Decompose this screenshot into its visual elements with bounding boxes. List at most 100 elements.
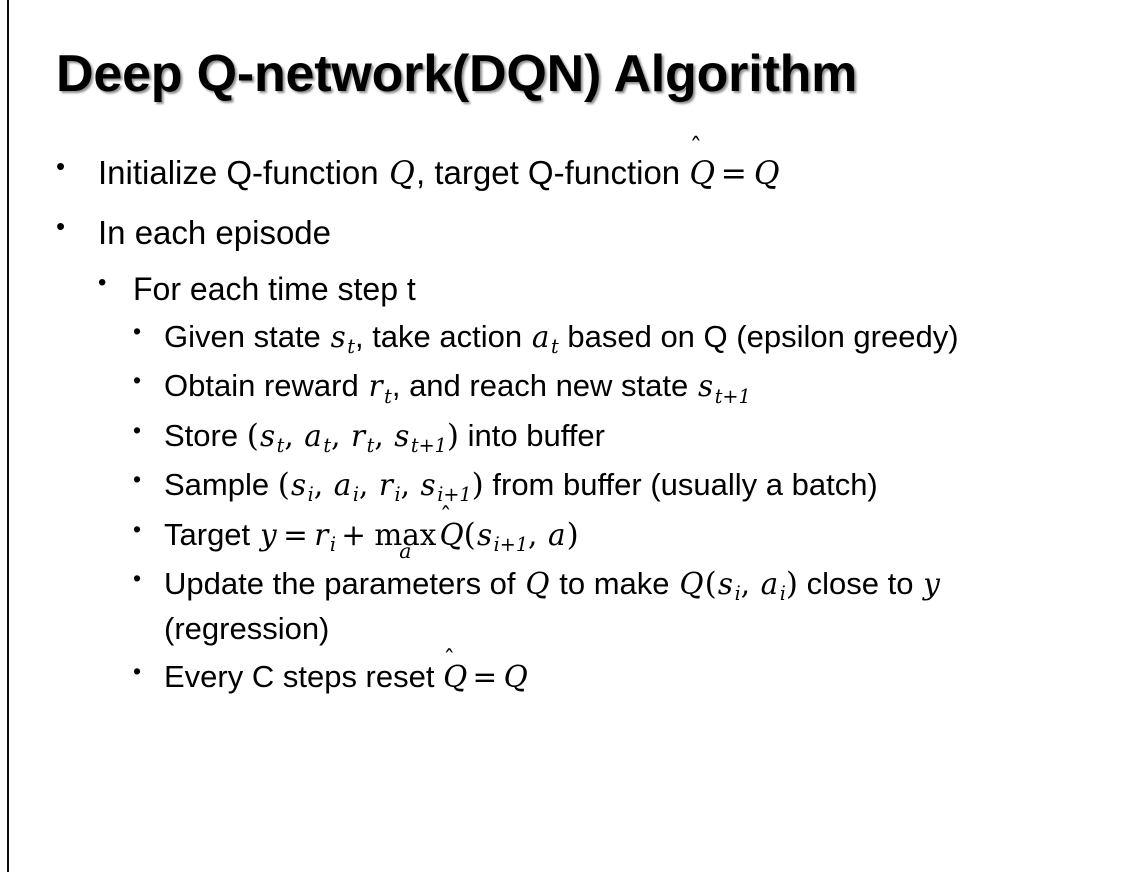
left-vertical-rule — [7, 0, 9, 872]
text-p1: Store — [164, 417, 247, 453]
math-comma3: , — [374, 418, 394, 453]
bullet-given-state-text: Given state st, take action at based on … — [164, 315, 1106, 360]
math-sub-i-plus-1: i+1 — [493, 532, 529, 556]
math-var-s: s — [330, 319, 346, 354]
math-q-hat: ̂Q — [440, 515, 464, 557]
math-q-hat: ̂Q — [689, 146, 715, 203]
bullet-store-transition-text: Store (st, at, rt, st+1) into buffer — [164, 414, 1106, 459]
math-var-q: Q — [389, 156, 415, 192]
bullet-dot-icon: • — [56, 151, 66, 181]
math-paren-close: ) — [446, 417, 460, 454]
math-var-s: s — [717, 567, 734, 602]
bullet-sample-batch-text: Sample (si, ai, ri, si+1) from buffer (u… — [164, 463, 1106, 508]
math-comma2: , — [331, 418, 350, 453]
math-comma2: , — [358, 468, 378, 503]
text-p1: Obtain reward — [164, 368, 368, 404]
text-p3: based on Q (epsilon greedy) — [558, 318, 959, 354]
text-p3: close to — [797, 566, 923, 602]
math-var-r1: r — [378, 468, 393, 503]
math-var-q2: Q — [753, 156, 780, 192]
text-p2: to make — [550, 566, 679, 602]
math-comma1: , — [284, 418, 304, 453]
math-comma: , — [528, 517, 547, 552]
text-p1: Update the parameters of — [164, 566, 525, 602]
text-p2: , take action — [354, 318, 531, 354]
math-var-a: a — [531, 319, 550, 354]
math-sub-i: i — [394, 483, 401, 507]
bullet-dot-icon: • — [133, 416, 142, 443]
math-sub-i: i — [329, 532, 336, 556]
bullet-dot-icon: • — [133, 317, 142, 344]
bullet-dot-icon: • — [133, 515, 142, 542]
bullet-obtain-reward: • Obtain reward rt, and reach new state … — [133, 364, 1106, 409]
math-sub-i: i — [734, 582, 741, 606]
text-p1: Given state — [164, 318, 330, 354]
math-max-underscript: a — [399, 539, 412, 564]
math-paren-open: ( — [277, 467, 290, 504]
bullet-dot-icon: • — [56, 211, 66, 242]
bullet-dot-icon: • — [98, 268, 107, 296]
math-equals: = — [720, 156, 747, 192]
math-paren-close: ) — [471, 467, 484, 504]
page-title: Deep Q-network(DQN) Algorithm — [56, 45, 858, 103]
bullet-list-level-2: • For each time step t • Given state st,… — [98, 264, 1106, 700]
bullet-target-text: Target y=ri+maxâQ(si+1, a) — [164, 513, 1106, 562]
bullet-in-each-episode: • In each episode • For each time step t… — [56, 203, 1106, 699]
math-var-s: s — [698, 369, 714, 404]
math-comma: , — [740, 567, 760, 602]
math-comma1: , — [313, 468, 333, 503]
math-var-a: a — [547, 517, 566, 552]
math-paren-open: ( — [463, 516, 476, 553]
slide-body: • Initialize Q-function Q, target Q-func… — [56, 143, 1106, 704]
math-max-label: max — [374, 517, 437, 552]
bullet-store-transition: • Store (st, at, rt, st+1) into buffer — [133, 414, 1106, 459]
math-var-a1: a — [304, 418, 322, 453]
text-p1: Every C steps reset — [164, 659, 444, 695]
math-plus: + — [341, 517, 366, 552]
bullet-target: • Target y=ri+maxâQ(si+1, a) — [133, 513, 1106, 562]
text-lead: Initialize Q-function — [98, 154, 388, 191]
bullet-dot-icon: • — [133, 658, 142, 685]
math-sub-i: i — [779, 582, 786, 606]
bullet-update-parameters: • Update the parameters of Q to make Q(s… — [133, 562, 1106, 651]
math-q-hat-base: Q — [439, 517, 464, 552]
math-var-s2: s — [420, 468, 436, 503]
math-var-a1: a — [333, 468, 352, 503]
math-var-s: s — [476, 517, 493, 552]
math-var-s1: s — [291, 468, 307, 503]
math-equals: = — [472, 660, 498, 695]
math-var-s2: s — [394, 418, 410, 453]
bullet-initialize: • Initialize Q-function Q, target Q-func… — [56, 143, 1106, 203]
math-sub-i: i — [352, 483, 359, 507]
bullet-update-parameters-text: Update the parameters of Q to make Q(si,… — [164, 562, 1106, 651]
math-q-hat: ̂Q — [443, 657, 467, 699]
math-sub-t: t — [323, 433, 332, 457]
bullet-dot-icon: • — [133, 565, 142, 592]
math-sub-t: t — [551, 335, 559, 359]
math-var-q2: Q — [679, 567, 704, 602]
math-sub-t-plus-1: t+1 — [410, 433, 447, 457]
bullet-in-each-episode-text: In each episode — [98, 214, 332, 252]
math-equals: = — [283, 517, 308, 552]
math-sub-t: t — [366, 433, 375, 457]
math-paren-open: ( — [246, 417, 259, 454]
math-q-hat-base: Q — [443, 660, 468, 695]
math-var-r: r — [314, 517, 329, 552]
math-var-r1: r — [350, 418, 366, 453]
math-var-r: r — [368, 369, 383, 404]
math-paren-close: ) — [785, 566, 798, 603]
math-paren-open: ( — [704, 566, 717, 603]
math-q-hat-base: Q — [689, 156, 716, 192]
bullet-reset-target: • Every C steps reset ̂Q=Q — [133, 655, 1106, 699]
bullet-dot-icon: • — [133, 367, 142, 394]
bullet-for-each-time-step-text: For each time step t — [133, 270, 416, 307]
bullet-obtain-reward-text: Obtain reward rt, and reach new state st… — [164, 364, 1106, 409]
math-sub-t: t — [347, 335, 355, 359]
math-paren-close: ) — [566, 516, 579, 553]
bullet-initialize-text: Initialize Q-function Q, target Q-functi… — [98, 143, 1106, 203]
bullet-sample-batch: • Sample (si, ai, ri, si+1) from buffer … — [133, 463, 1106, 508]
bullet-list-level-3: • Given state st, take action at based o… — [133, 315, 1106, 700]
math-var-y: y — [923, 567, 940, 602]
